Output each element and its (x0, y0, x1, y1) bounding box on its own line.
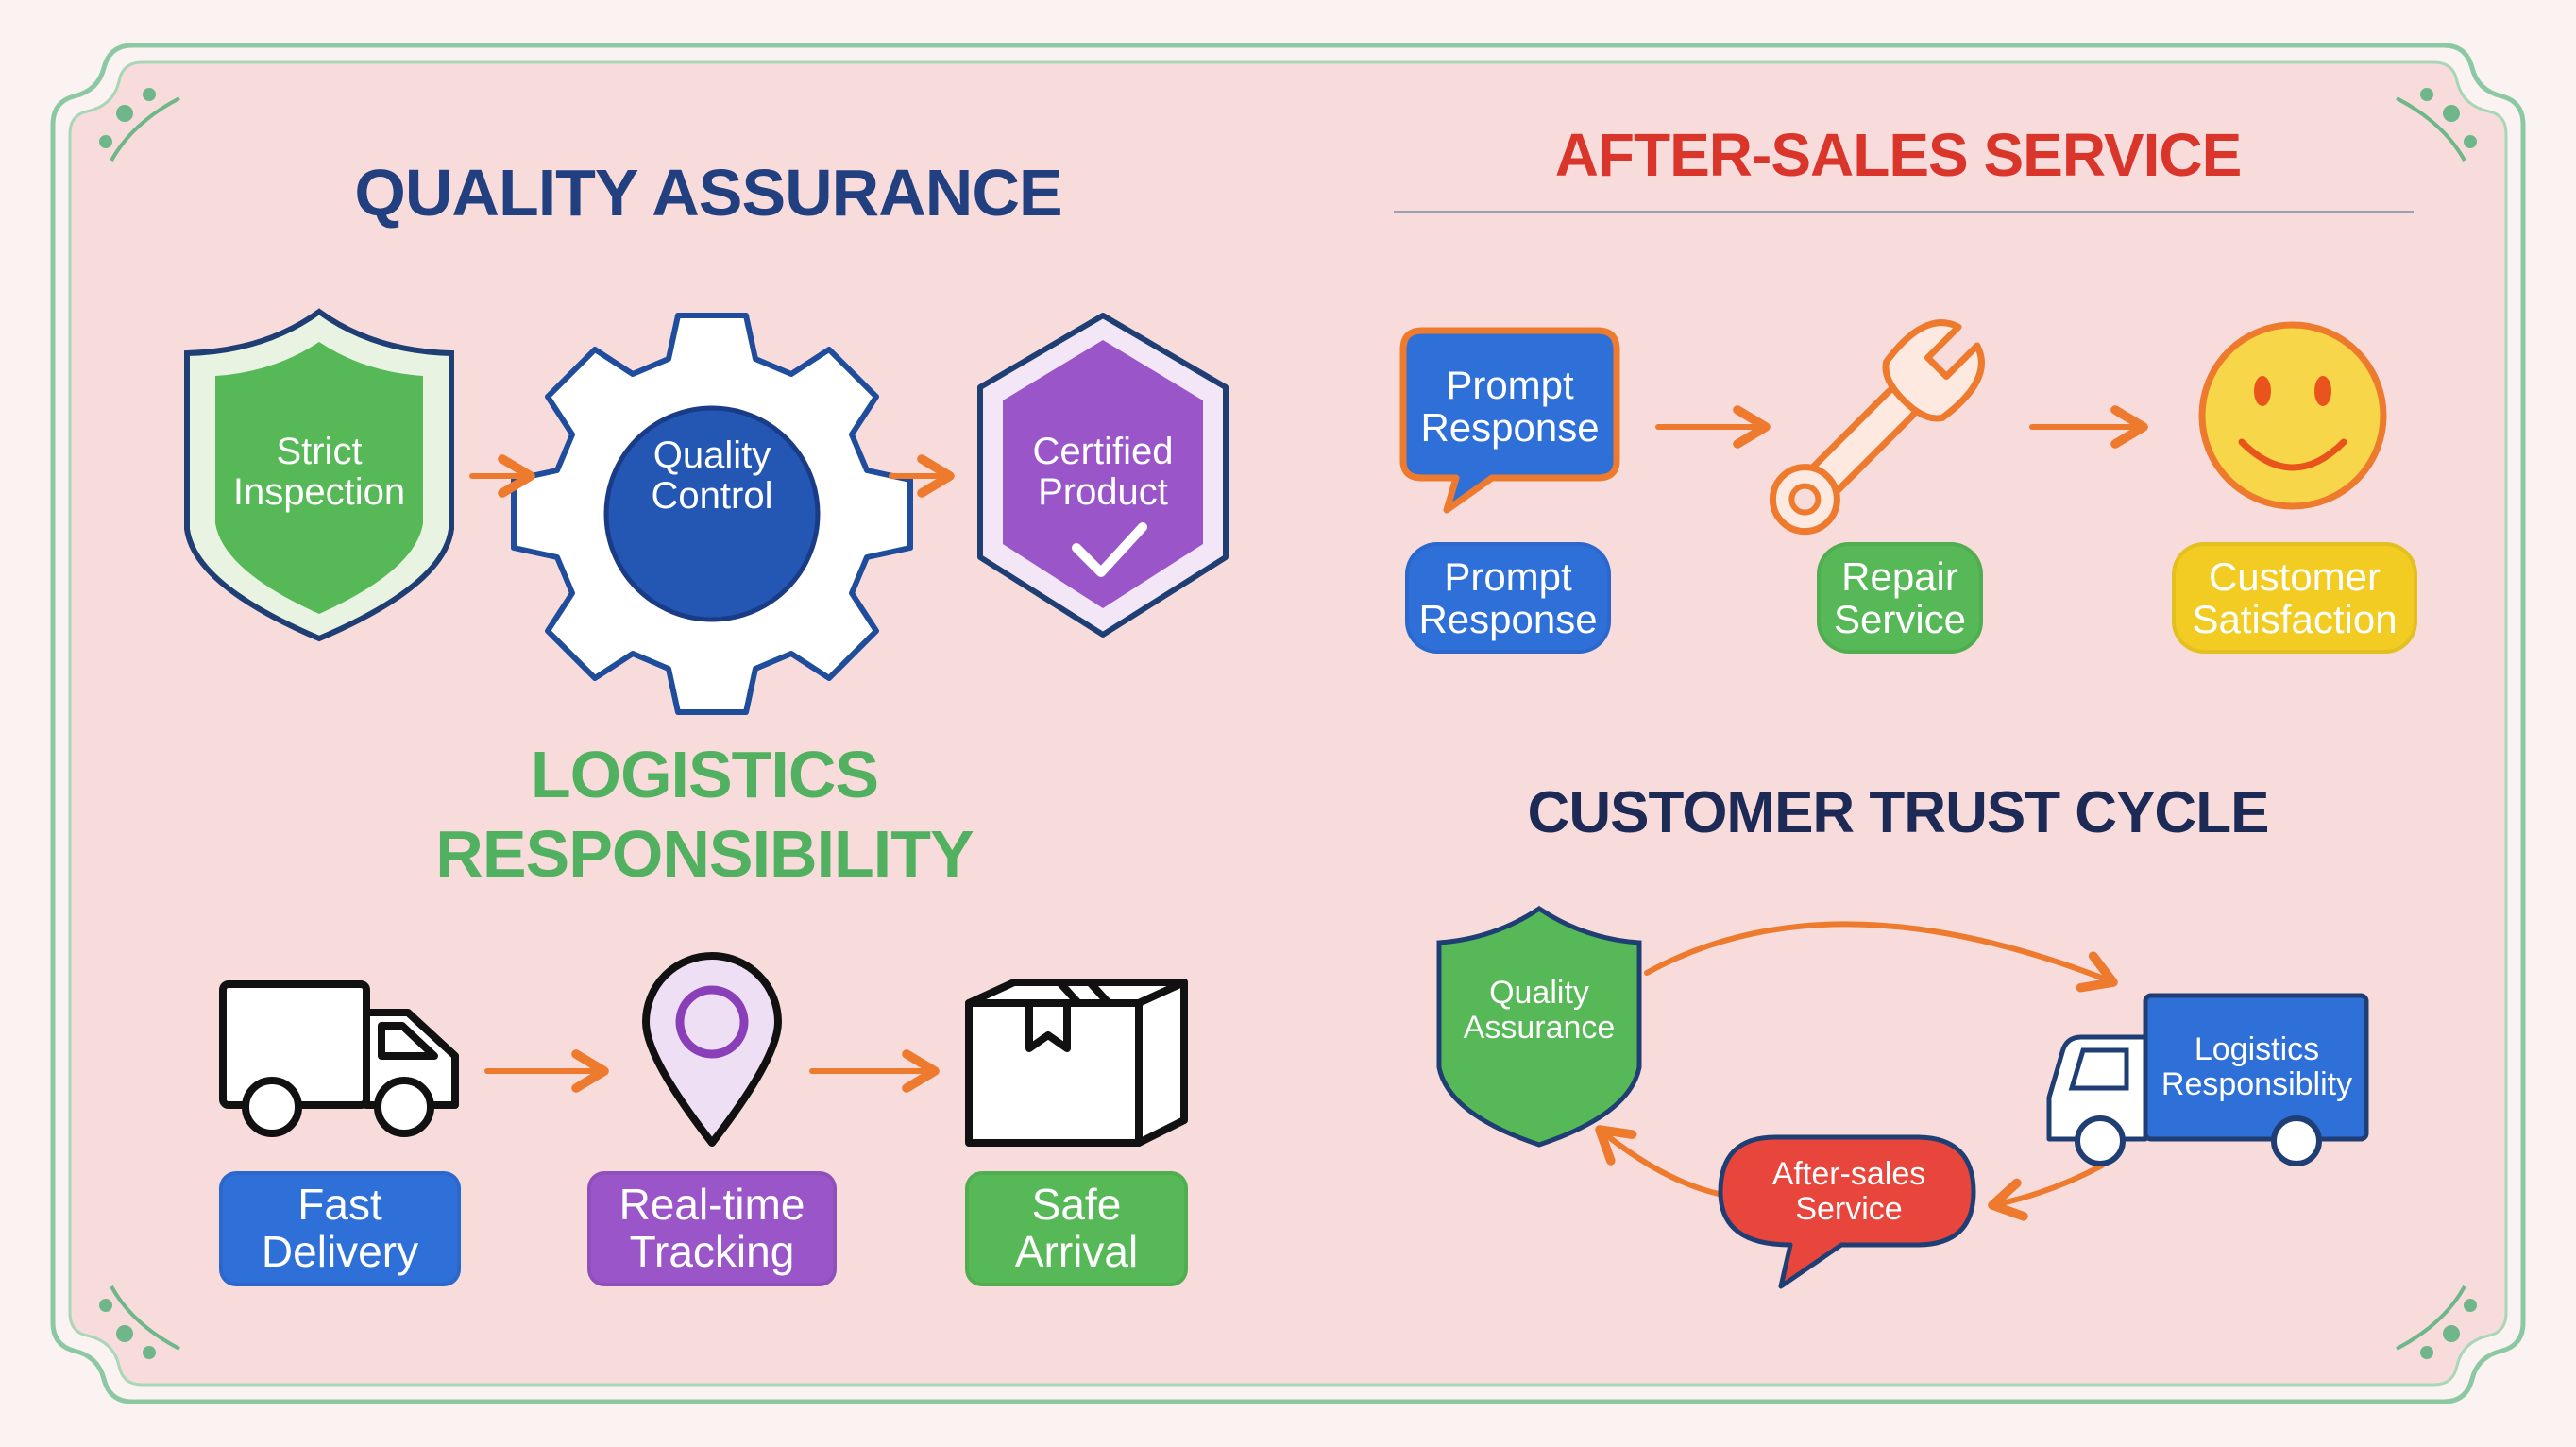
step-strict-inspection: Strict Inspection (232, 430, 406, 513)
checkmark-icon (1072, 522, 1147, 577)
hexagon-badge-icon (977, 313, 1229, 638)
after-sales-title: AFTER-SALES SERVICE (1554, 121, 2243, 190)
smiley-face-icon (2198, 321, 2387, 510)
cycle-node-quality-assurance: Quality Assurance (1463, 975, 1616, 1046)
truck-icon (2046, 993, 2369, 1166)
cycle-arrow (1644, 921, 2118, 993)
pill-real-time-tracking: Real-time Tracking (587, 1171, 837, 1286)
truck-icon (219, 980, 459, 1137)
step-quality-control: Quality Control (651, 434, 773, 517)
location-pin-icon (642, 952, 782, 1147)
speech-bubble-icon (1399, 327, 1620, 514)
pill-customer-satisfaction: Customer Satisfaction (2172, 542, 2417, 654)
cycle-arrow (1988, 1163, 2105, 1221)
pill-repair-service: Repair Service (1817, 542, 1983, 654)
corner-flourish-icon (99, 88, 2477, 1359)
trust-cycle-title: CUSTOMER TRUST CYCLE (1527, 779, 2270, 845)
speech-bubble-icon (1718, 1134, 1976, 1289)
speech-bubble-text: Prompt Response (1420, 362, 1600, 450)
shield-icon (1436, 905, 1642, 1148)
logistics-title: LOGISTICS RESPONSIBILITY (435, 738, 974, 891)
cycle-arrow (1595, 1125, 1721, 1197)
pill-prompt-response: Prompt Response (1405, 542, 1611, 654)
wrench-icon (1769, 319, 1985, 536)
gear-icon (511, 313, 913, 715)
quality-assurance-title: QUALITY ASSURANCE (354, 156, 1062, 230)
package-box-icon (965, 979, 1188, 1147)
pill-safe-arrival: Safe Arrival (965, 1171, 1188, 1286)
pill-fast-delivery: Fast Delivery (219, 1171, 461, 1286)
cycle-node-after-sales: After-sales Service (1771, 1156, 1926, 1227)
step-certified-product: Certified Product (1032, 430, 1174, 513)
cycle-node-logistics: Logistics Responsiblity (2161, 1031, 2353, 1102)
shield-fill (215, 342, 423, 614)
